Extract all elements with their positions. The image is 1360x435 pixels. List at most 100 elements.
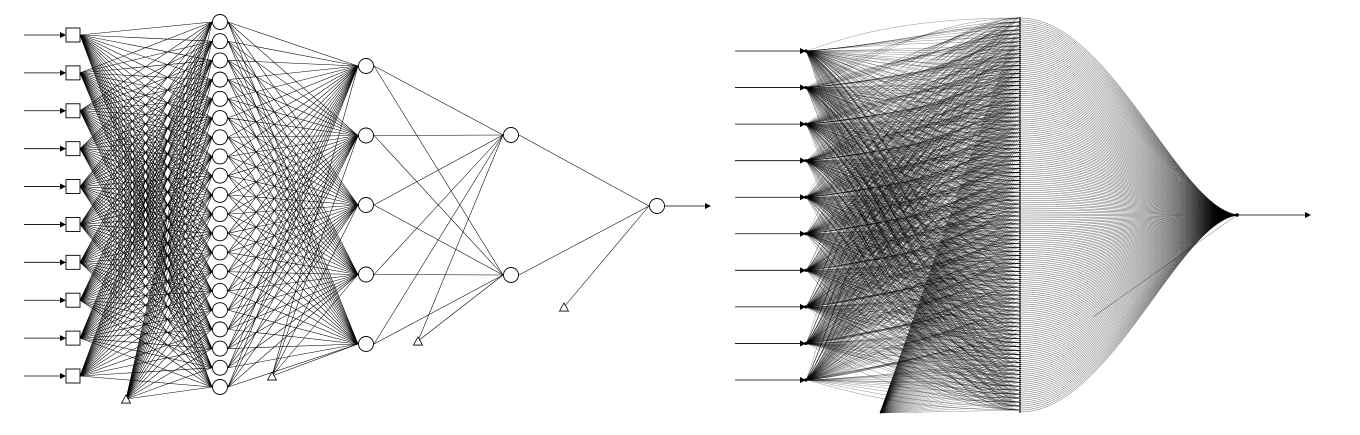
weight-edge [805,17,1021,88]
bias-edge [879,37,1021,414]
bias-edge [125,213,213,400]
bias-edge [879,116,1021,414]
hidden-neuron [1019,74,1021,77]
hidden-neuron [1019,300,1021,303]
weight-edge [1019,77,1238,216]
weight-edge [79,34,213,42]
bias-edge [271,135,359,377]
bias-edge [879,176,1021,414]
bias-edge [879,124,1021,414]
bias-edge [879,255,1021,414]
weight-edge [79,41,213,339]
hidden-neuron [1019,60,1021,63]
weight-edge [227,41,359,206]
weight-edge [805,50,1021,102]
weight-edge [79,21,213,74]
weight-edge [79,21,213,263]
weight-edge [79,156,213,377]
hidden-neuron [1019,82,1021,85]
weight-edge [1019,69,1238,216]
hidden-neuron [1019,286,1021,289]
weight-edge [805,87,1021,122]
bias-edge [879,398,1021,414]
weight-edge [805,29,1021,307]
hidden-neuron [1019,175,1021,178]
weight-edge [227,194,359,206]
weight-edge [79,329,213,377]
weight-edge [805,160,1021,272]
weight-edge [227,194,359,275]
weight-edge [805,45,1021,381]
weight-edge [805,263,1021,381]
hidden-neuron [1019,205,1021,207]
hidden-1-neuron [212,206,228,223]
hidden-1-neuron [212,186,228,203]
hidden-neuron [1019,161,1021,164]
weight-edge [805,29,1021,88]
hidden-neuron [1019,405,1021,407]
bias-edge [879,77,1021,414]
weight-edge [1019,214,1238,223]
weight-edge [1019,116,1238,216]
hidden-2-neuron [358,58,374,74]
hidden-neuron [1019,50,1021,53]
bias-edge [417,274,504,342]
weight-edge [805,343,1021,407]
hidden-neuron [1019,385,1021,388]
hidden-neuron [1019,365,1021,368]
weight-edge [805,160,1021,316]
weight-edge [227,65,359,253]
weight-edge [805,378,1021,381]
weight-edge [227,135,359,330]
weight-edge [805,45,1021,125]
weight-edge [805,50,1021,161]
weight-edge [227,65,359,388]
hidden-neuron [1019,137,1021,140]
hidden-neuron [1019,401,1021,404]
weight-edge [805,192,1021,307]
hidden-2-neuron [358,336,374,352]
hidden-neuron [1019,355,1021,358]
weight-edge [805,152,1021,381]
weight-edge [805,180,1021,381]
weight-edge [805,50,1021,58]
weight-edge [805,283,1021,344]
weight-edge [227,274,359,388]
hidden-neuron [1019,181,1021,184]
weight-edge [227,117,359,345]
weight-edge [1019,75,1238,216]
weight-edge [227,79,359,206]
weight-edge [805,338,1021,344]
input-node [65,368,81,384]
weight-edge [805,45,1021,88]
hidden-neuron [1019,302,1021,305]
hidden-neuron [1019,373,1021,376]
weight-edge [79,41,213,263]
weight-edge [805,50,1021,129]
bias-edge [879,156,1021,414]
hidden-neuron [1019,320,1021,322]
hidden-neuron [1019,125,1021,128]
weight-edge [805,124,1021,276]
bias-edge [125,41,213,400]
hidden-neuron [1019,110,1021,112]
weight-edge [227,204,359,234]
hidden-1-neuron [212,148,228,165]
weight-edge [227,156,359,275]
hidden-neuron [1019,185,1021,188]
hidden-neuron [1019,165,1021,168]
hidden-neuron [1019,377,1021,380]
weight-edge [805,53,1021,161]
hidden-neuron [1019,17,1021,19]
bias-edge [879,136,1021,414]
bias-edge [879,61,1021,414]
weight-edge [1019,214,1238,357]
hidden-1-neuron [212,321,228,338]
hidden-neuron [1019,260,1021,263]
hidden-neuron [1019,371,1021,374]
weight-edge [805,207,1021,271]
hidden-neuron [1019,36,1021,39]
hidden-neuron [1019,226,1021,229]
bias-edge [879,109,1021,414]
